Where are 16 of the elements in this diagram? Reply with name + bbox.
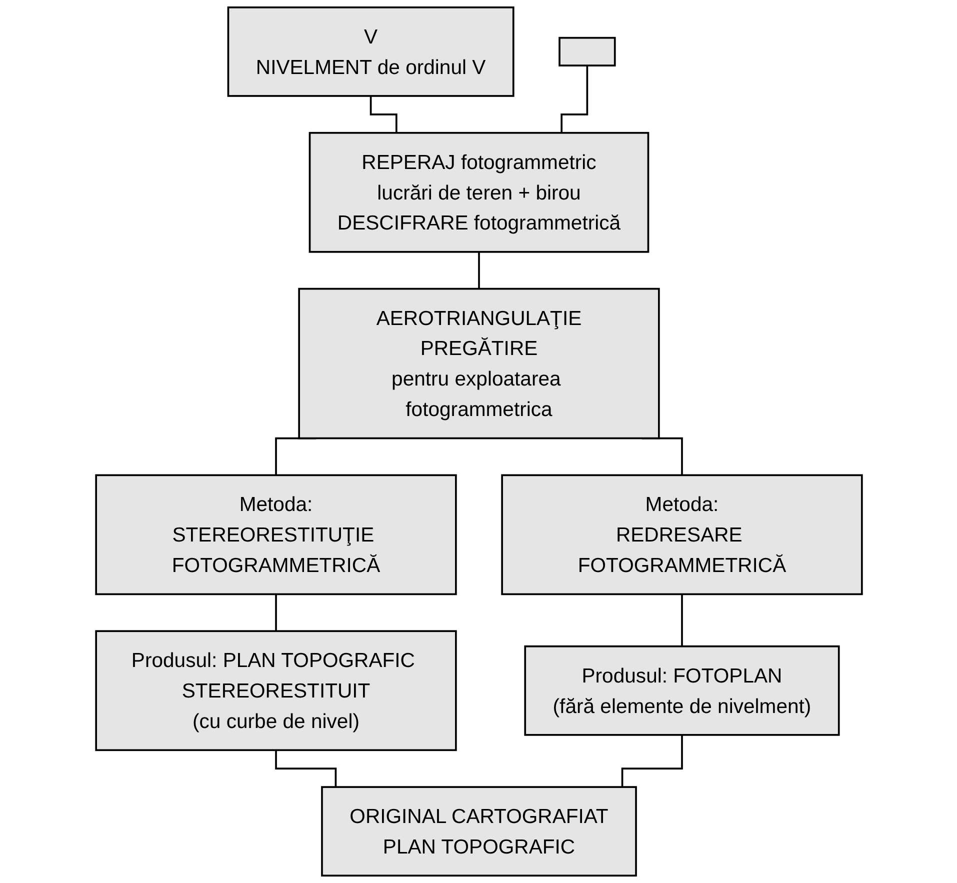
connector bbox=[680, 593, 682, 646]
connector bbox=[274, 593, 276, 632]
connector bbox=[560, 64, 588, 133]
node-box: Produsul: FOTOPLAN (fără elemente de nivelment) bbox=[524, 645, 840, 736]
node-box: V NIVELMENT de ordinul V bbox=[226, 6, 514, 97]
connector bbox=[478, 250, 480, 289]
node-box: Produsul: PLAN TOPOGRAFIC STEREORESTITUIT (cu curbe de nivel) bbox=[94, 630, 456, 752]
node-box: Metoda: STEREORESTITUŢIE FOTOGRAMMETRICĂ bbox=[94, 474, 456, 596]
node-box: AEROTRIANGULAŢIE PREGĂTIRE pentru exploatarea fotogrammetrica bbox=[298, 288, 660, 440]
node-box: Metoda: REDRESARE FOTOGRAMMETRICĂ bbox=[500, 474, 862, 596]
node-box bbox=[558, 36, 616, 66]
connector bbox=[369, 95, 397, 133]
connector bbox=[274, 749, 336, 788]
node-box: REPERAJ fotogrammetric lucrări de teren + birou DESCIFRARE fotogrammetrică bbox=[308, 132, 649, 253]
node-box: ORIGINAL CARTOGRAFIAT PLAN TOPOGRAFIC bbox=[320, 786, 636, 877]
connector bbox=[620, 734, 682, 788]
